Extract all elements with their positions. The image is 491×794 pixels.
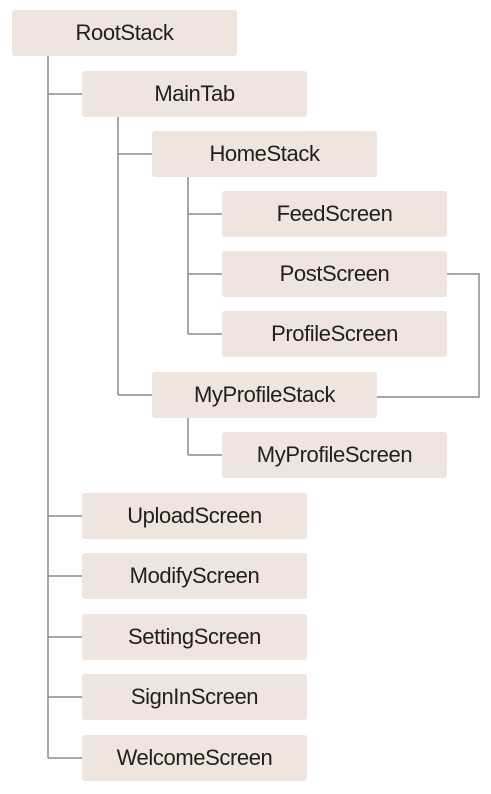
node-home-stack: HomeStack [152, 131, 377, 177]
node-setting-screen: SettingScreen [82, 614, 307, 660]
node-welcome-screen: WelcomeScreen [82, 735, 307, 781]
node-profile-screen: ProfileScreen [222, 311, 447, 357]
node-sign-in-screen: SignInScreen [82, 674, 307, 720]
node-my-profile-screen: MyProfileScreen [222, 432, 447, 478]
post-to-myprofilestack-link [377, 273, 480, 398]
node-feed-screen: FeedScreen [222, 191, 447, 237]
node-upload-screen: UploadScreen [82, 493, 307, 539]
node-main-tab: MainTab [82, 71, 307, 117]
node-root-stack: RootStack [12, 10, 237, 56]
node-modify-screen: ModifyScreen [82, 553, 307, 599]
node-post-screen: PostScreen [222, 251, 447, 297]
node-my-profile-stack: MyProfileStack [152, 372, 377, 418]
